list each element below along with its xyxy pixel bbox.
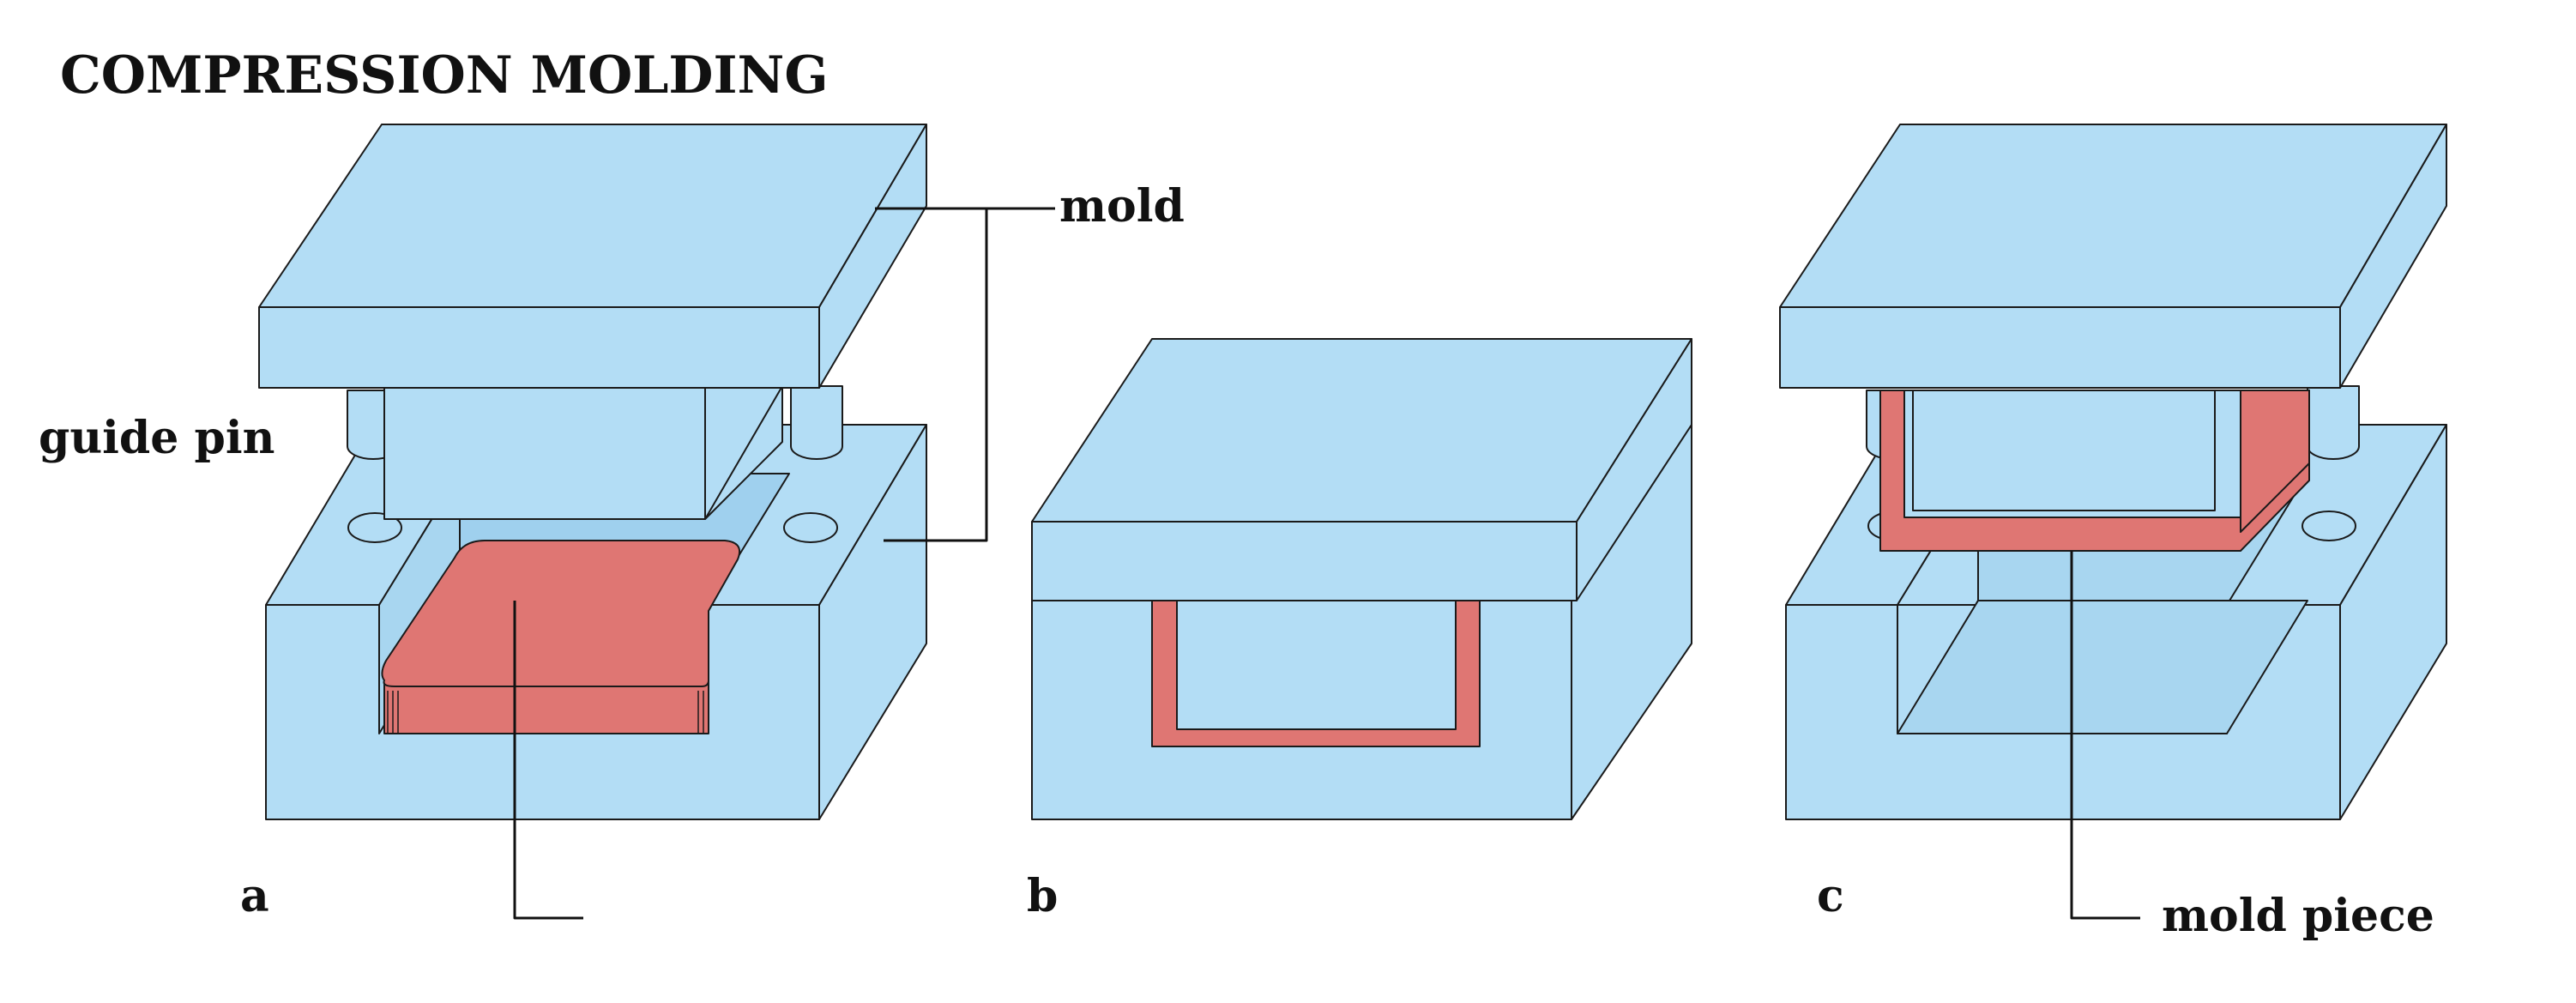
panel-c-ejected-part <box>1779 124 2447 820</box>
panel-a-open-mold <box>258 124 927 820</box>
panel-caption-b: b <box>1027 870 1058 922</box>
diagram-title: COMPRESSION MOLDING <box>60 45 829 106</box>
leader-lines <box>513 207 2140 920</box>
panel-a-material-charge <box>381 540 741 734</box>
panel-a-guide-pin-hole-left <box>347 512 402 543</box>
panel-caption-c: c <box>1817 870 1844 922</box>
label-mold-piece: mold piece <box>2162 890 2434 942</box>
panel-c-top-mold <box>1779 124 2447 389</box>
panel-b-closed-mold <box>1031 338 1692 820</box>
label-mold: mold <box>1059 180 1185 233</box>
panel-a-top-mold <box>258 124 927 520</box>
panel-a-guide-pin-hole-right <box>783 512 838 543</box>
label-guide-pin: guide pin <box>39 412 274 464</box>
panel-caption-a: a <box>240 870 269 922</box>
